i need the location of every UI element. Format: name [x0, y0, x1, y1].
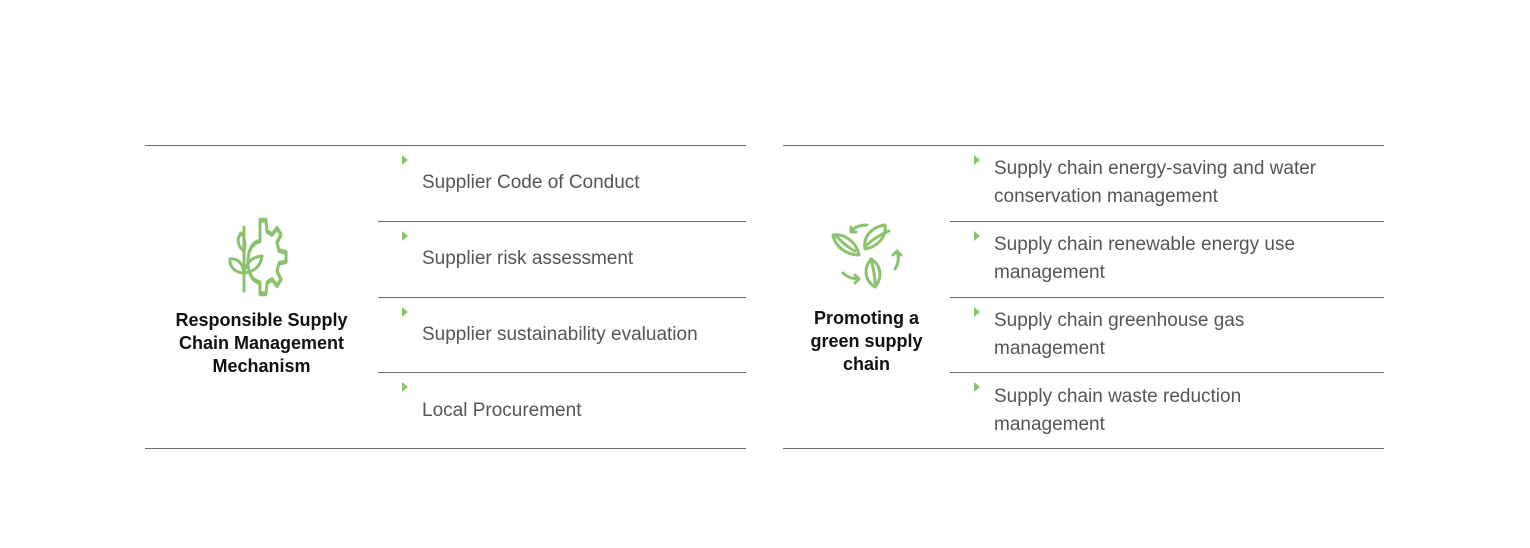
item-text: Supplier sustainability evaluation: [422, 323, 698, 345]
responsible-supply-chain-panel: Responsible Supply Chain Management Mech…: [145, 145, 746, 449]
list-item: Supply chain energy-saving and water con…: [950, 146, 1384, 221]
caret-right-icon: [402, 382, 408, 393]
list-item: Local Procurement: [378, 372, 746, 448]
section-label: Responsible Supply Chain Management Mech…: [145, 146, 378, 448]
item-text: Supply chain greenhouse gas management: [994, 309, 1245, 359]
list-item: Supply chain greenhouse gas management: [950, 296, 1384, 373]
caret-right-icon: [974, 230, 980, 241]
caret-right-icon: [974, 306, 980, 317]
caret-right-icon: [974, 155, 980, 165]
list-item: Supply chain renewable energy use manage…: [950, 220, 1384, 297]
item-list: Supplier Code of Conduct Supplier risk a…: [378, 146, 746, 448]
leaf-recycle-icon: [831, 223, 902, 288]
section-title: Responsible Supply Chain Management Mech…: [175, 309, 348, 376]
caret-right-icon: [402, 306, 408, 317]
caret-right-icon: [402, 230, 408, 241]
green-supply-chain-panel: Promoting a green supply chain Supply ch…: [783, 145, 1384, 449]
list-item: Supplier Code of Conduct: [378, 146, 746, 221]
item-text: Supply chain renewable energy use manage…: [994, 234, 1296, 284]
plant-gear-icon: [227, 217, 287, 296]
section-title: Promoting a green supply chain: [810, 307, 923, 374]
item-text: Supply chain waste reduction management: [994, 385, 1242, 435]
item-list: Supply chain energy-saving and water con…: [950, 146, 1384, 448]
section-label: Promoting a green supply chain: [783, 146, 950, 448]
item-text: Local Procurement: [422, 399, 582, 421]
caret-right-icon: [974, 382, 980, 393]
item-text: Supplier risk assessment: [422, 248, 634, 270]
list-item: Supply chain waste reduction management: [950, 372, 1384, 448]
item-text: Supply chain energy-saving and water con…: [994, 158, 1317, 208]
caret-right-icon: [402, 155, 408, 165]
list-item: Supplier sustainability evaluation: [378, 296, 746, 373]
list-item: Supplier risk assessment: [378, 220, 746, 297]
item-text: Supplier Code of Conduct: [422, 172, 640, 194]
